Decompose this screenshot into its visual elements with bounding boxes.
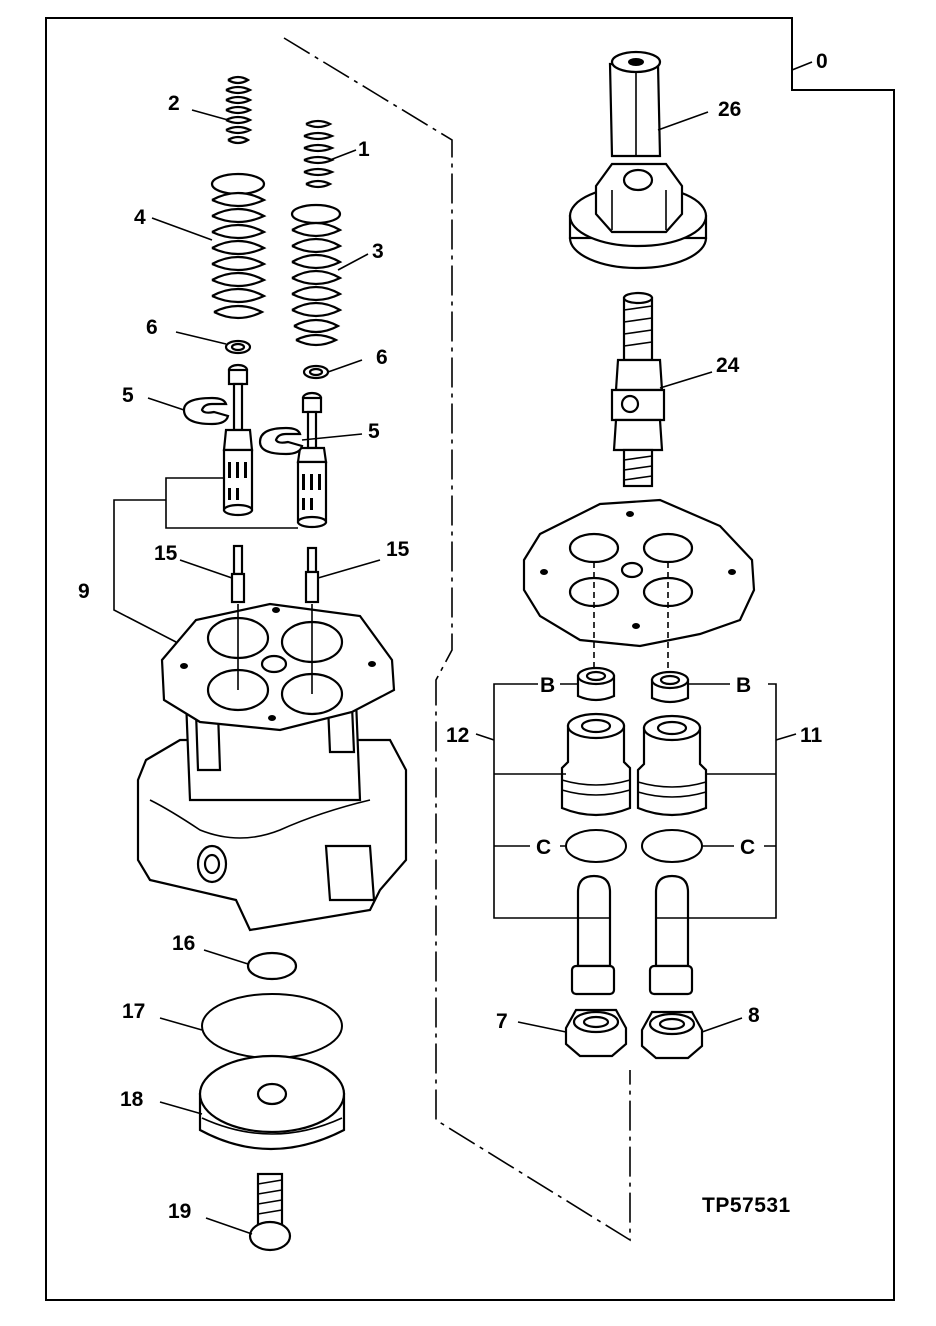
sleeve-left [560,712,632,817]
label-5-right: 5 [368,420,380,443]
label-5-left: 5 [122,384,134,407]
figure-reference: TP57531 [702,1194,791,1217]
label-12: 12 [446,724,469,747]
seat-b-right [650,670,690,704]
label-b-right: B [736,674,751,697]
label-4: 4 [134,206,146,229]
label-c-right: C [740,836,755,859]
small-spring-1 [303,119,335,189]
label-24: 24 [716,354,740,377]
label-19: 19 [168,1200,191,1223]
label-0: 0 [816,50,828,73]
label-17: 17 [122,1000,145,1023]
label-6-left: 6 [146,316,158,339]
large-spring-3 [290,203,343,347]
label-7: 7 [496,1010,508,1033]
plunger-left [570,874,616,996]
spool-right [296,391,328,529]
label-16: 16 [172,932,195,955]
port-plate [522,498,756,668]
pin-15-right [304,546,320,604]
bracket-12 [493,683,610,919]
bracket-9 [113,477,298,643]
label-8: 8 [748,1004,760,1027]
label-11: 11 [800,724,823,747]
o-ring-16 [246,951,298,981]
label-3: 3 [372,240,384,263]
label-15-left: 15 [154,542,178,565]
sleeve-right [636,714,708,817]
seat-b-left [576,666,616,702]
large-spring-4 [210,172,267,320]
leader-0 [791,61,813,71]
small-spring-2 [225,75,253,145]
spool-left [222,363,254,517]
label-18: 18 [120,1088,144,1111]
o-ring-c-left [565,829,627,863]
label-c-left: C [536,836,551,859]
plug-18 [198,1054,346,1150]
outer-frame [45,17,895,1301]
pin-15-left [230,544,246,604]
clip-5-left [182,396,230,426]
clip-5-right [258,426,304,456]
label-9: 9 [78,580,90,603]
bolt-19 [248,1172,292,1252]
label-15-right: 15 [386,538,410,561]
bracket-11 [656,683,777,919]
nut-8 [640,1010,704,1060]
label-b-left: B [540,674,555,697]
label-6-right: 6 [376,346,388,369]
nut-plate-24 [568,162,708,270]
coupling-26 [608,50,662,158]
label-2: 2 [168,92,180,115]
label-1: 1 [358,138,370,161]
center-divider [283,37,631,1242]
plunger-right [648,874,694,996]
o-ring-c-right [641,829,703,863]
valve-housing-9 [136,602,408,932]
label-26: 26 [718,98,741,121]
nut-7 [564,1008,628,1058]
o-ring-17 [201,993,343,1059]
universal-joint-24 [610,291,666,488]
